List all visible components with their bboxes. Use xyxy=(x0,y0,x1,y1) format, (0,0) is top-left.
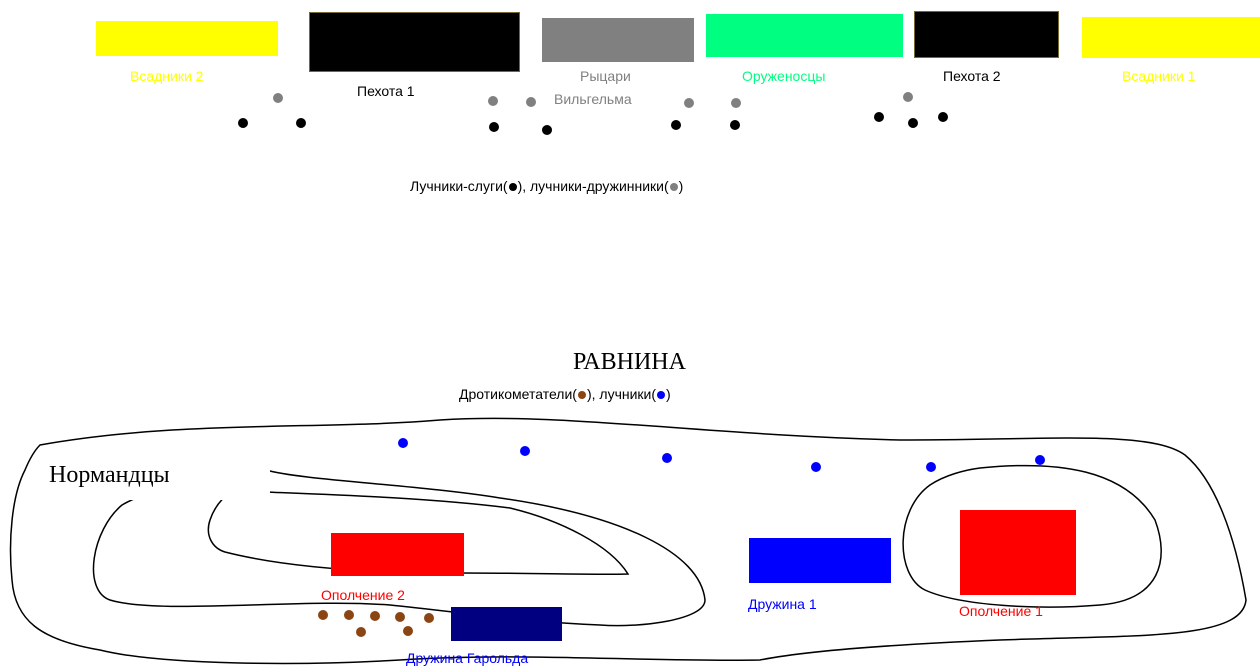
javelin-dot xyxy=(395,612,405,622)
legend-archers-text: ), лучники( xyxy=(586,386,657,402)
archer-servant-dot xyxy=(671,120,681,130)
block-cavalry-2 xyxy=(96,21,278,56)
legend-close-text: ) xyxy=(678,178,684,194)
label-knights-line1: Рыцари xyxy=(580,68,631,84)
contour-outer xyxy=(9,417,1247,665)
archer-retinue-dot xyxy=(488,96,498,106)
archer-servant-dot xyxy=(730,120,740,130)
archer-retinue-dot xyxy=(526,97,536,107)
contour-right-hill xyxy=(902,464,1162,608)
archer-servant-dot xyxy=(874,112,884,122)
normans-label-box xyxy=(38,448,270,500)
javelin-dot xyxy=(424,613,434,623)
legend-brown-dot-icon xyxy=(577,391,586,400)
block-militia-1 xyxy=(960,510,1076,595)
legend-blue-dot-icon xyxy=(657,391,666,400)
archer-dot xyxy=(662,453,672,463)
archer-dot xyxy=(398,438,408,448)
archer-retinue-dot xyxy=(684,98,694,108)
block-infantry-1 xyxy=(309,12,520,72)
archer-retinue-dot xyxy=(273,93,283,103)
block-squires xyxy=(706,14,903,57)
archer-dot xyxy=(520,446,530,456)
archer-servant-dot xyxy=(908,118,918,128)
block-harold-guard xyxy=(451,607,562,641)
archer-dot xyxy=(1035,455,1045,465)
legend-close2-text: ) xyxy=(666,386,671,402)
label-knights-line2: Вильгельма xyxy=(554,91,632,107)
archers-legend: Лучники-слуги( ), лучники-дружинники() xyxy=(410,178,683,194)
legend-black-dot-icon xyxy=(508,183,517,192)
label-squires: Оруженосцы xyxy=(742,68,826,84)
block-knights xyxy=(542,18,694,62)
legend-retinue-text: ), лучники-дружинники( xyxy=(517,178,669,194)
block-militia-2 xyxy=(331,533,464,576)
javelin-dot xyxy=(318,610,328,620)
label-militia-2: Ополчение 2 xyxy=(321,587,405,603)
javelin-dot xyxy=(370,611,380,621)
label-militia-1: Ополчение 1 xyxy=(959,603,1043,619)
contour-inner xyxy=(207,477,630,576)
archer-servant-dot xyxy=(542,125,552,135)
label-harold-guard: Дружина Гарольда xyxy=(406,650,529,666)
normans-label: Нормандцы xyxy=(49,462,170,488)
archer-servant-dot xyxy=(489,122,499,132)
label-cavalry-2: Всадники 2 xyxy=(130,68,204,84)
label-guard-1: Дружина 1 xyxy=(748,596,817,612)
block-guard-1 xyxy=(749,538,891,583)
legend-javelin-text: Дротикометатели( xyxy=(459,386,577,402)
legend-gray-dot-icon xyxy=(669,183,678,192)
archer-servant-dot xyxy=(238,118,248,128)
archer-retinue-dot xyxy=(903,92,913,102)
label-cavalry-1: Всадники 1 xyxy=(1122,68,1196,84)
archer-servant-dot xyxy=(296,118,306,128)
javelin-dot xyxy=(356,627,366,637)
archer-dot xyxy=(811,462,821,472)
javelin-dot xyxy=(344,610,354,620)
plain-label: РАВНИНА xyxy=(573,349,686,375)
archer-servant-dot xyxy=(938,112,948,122)
label-infantry-1: Пехота 1 xyxy=(357,83,415,99)
legend-servants-text: Лучники-слуги( xyxy=(410,178,508,194)
label-infantry-2: Пехота 2 xyxy=(943,68,1001,84)
skirmishers-legend: Дротикометатели( ), лучники() xyxy=(459,386,671,402)
block-infantry-2 xyxy=(914,11,1059,58)
archer-retinue-dot xyxy=(731,98,741,108)
javelin-dot xyxy=(403,626,413,636)
archer-dot xyxy=(926,462,936,472)
block-cavalry-1 xyxy=(1082,17,1260,58)
